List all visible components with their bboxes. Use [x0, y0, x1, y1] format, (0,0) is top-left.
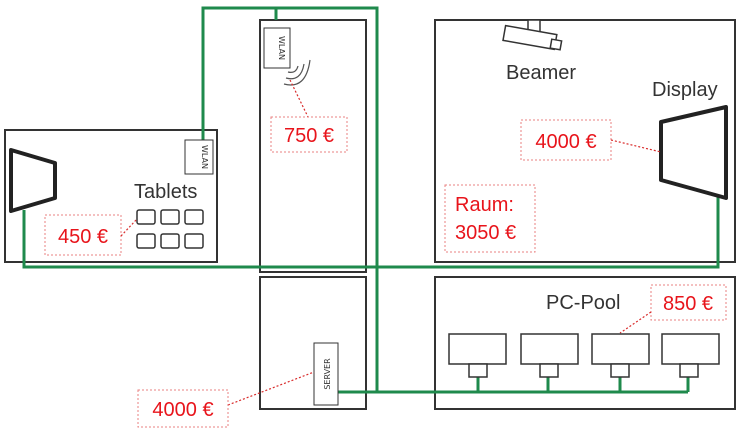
server-icon: [313, 342, 339, 406]
pc-stand: [610, 363, 630, 378]
pc-monitor: [591, 333, 650, 365]
price-box-server: [137, 389, 229, 428]
price-box-display: [520, 119, 612, 161]
wifi-waves-icon: [283, 59, 311, 86]
pc-monitor: [448, 333, 507, 365]
price-connector-display: [610, 139, 662, 153]
tablet-icon: [160, 209, 180, 225]
pc-workstations: [448, 333, 720, 378]
pc-stand: [539, 363, 559, 378]
display-screen-icon: [9, 148, 57, 213]
price-tablets: 450 €: [58, 226, 108, 248]
price-wlan: 750 €: [284, 125, 334, 147]
price-box-pc-pool: [650, 284, 727, 321]
price-connector-server: [227, 371, 315, 406]
pc-monitor: [520, 333, 579, 365]
tablet-icon: [136, 209, 156, 225]
price-room-line2: 3050 €: [455, 222, 516, 244]
beamer-icon: [502, 19, 563, 51]
tablet-icon: [184, 233, 204, 249]
room-server: [259, 276, 367, 410]
price-box-room: [444, 184, 536, 253]
wlan-label-tablets: WLAN: [200, 145, 209, 169]
wlan-label-ap: WLAN: [277, 36, 286, 60]
network-cables: [22, 6, 720, 394]
wlan-access-point: [263, 27, 291, 69]
display-label: Display: [652, 79, 718, 101]
price-display: 4000 €: [535, 131, 596, 153]
wlan-box-tablets: [184, 139, 214, 175]
server-label: SERVER: [323, 358, 332, 390]
pc-monitor: [661, 333, 720, 365]
pc-stand: [468, 363, 488, 378]
pc-pool-label: PC-Pool: [546, 292, 620, 314]
price-box-tablets: [44, 214, 122, 256]
tablet-icon: [184, 209, 204, 225]
beamer-label: Beamer: [506, 62, 576, 84]
pc-stand: [679, 363, 699, 378]
tablet-icon: [136, 233, 156, 249]
price-server: 4000 €: [152, 399, 213, 421]
price-pc-pool: 850 €: [663, 293, 713, 315]
price-room-line1: Raum:: [455, 194, 514, 216]
tablets-label: Tablets: [134, 181, 197, 203]
cable-top: [201, 6, 379, 394]
cable-horizontal: [22, 195, 720, 269]
tablet-icons: [136, 209, 204, 249]
price-connector-wlan: [289, 79, 309, 118]
display-screen-icon: [659, 105, 728, 200]
price-box-wlan: [270, 116, 348, 153]
tablet-icon: [160, 233, 180, 249]
